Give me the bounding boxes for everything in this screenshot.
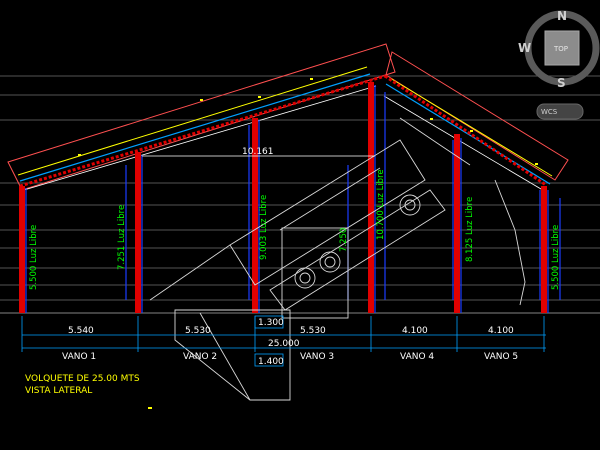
bay-dim-5: 4.100 <box>488 326 514 336</box>
rafters <box>19 74 547 188</box>
small-dim-upper: 1.300 <box>258 318 284 328</box>
wcs-menu-button[interactable] <box>536 103 584 120</box>
wcs-label: WCS <box>541 108 558 116</box>
compass-west[interactable]: W <box>518 41 531 55</box>
bay-dim-2: 5.530 <box>185 326 211 336</box>
clearance-2: 7.251 Luz Libre <box>117 205 127 270</box>
bay-dim-1: 5.540 <box>68 326 94 336</box>
roof-outline <box>7 43 569 193</box>
bay-dim-3: 5.530 <box>300 326 326 336</box>
clearance-7: 5.500 Luz Libre <box>551 225 561 290</box>
construction-lines <box>0 75 600 314</box>
compass-north[interactable]: N <box>557 9 567 23</box>
vano-1: VANO 1 <box>62 352 96 362</box>
small-dim-lower: 1.400 <box>258 357 284 367</box>
clearance-3: 9.003 Luz Libre <box>259 195 269 260</box>
note-line-2: VISTA LATERAL <box>25 386 92 396</box>
vano-4: VANO 4 <box>400 352 434 362</box>
viewcube-ring[interactable] <box>524 10 600 86</box>
ridge-dimension: 10.161 <box>142 147 375 157</box>
clearance-5: 10.700 Luz Libre <box>376 169 386 240</box>
bay-dimensions: 5.540 5.530 5.530 4.100 4.100 25.000 1.3… <box>21 315 546 367</box>
clearance-6: 8.125 Luz Libre <box>465 197 475 262</box>
vano-3: VANO 3 <box>300 352 334 362</box>
marker-glyphs <box>78 78 538 409</box>
compass-south[interactable]: S <box>557 76 566 90</box>
clearance-labels: 5.500 Luz Libre 7.251 Luz Libre 9.003 Lu… <box>29 169 561 290</box>
viewcube[interactable]: TOP N S W WCS <box>518 9 600 120</box>
viewcube-top-face[interactable] <box>544 30 580 66</box>
tipping-truck <box>149 117 526 401</box>
total-dim: 25.000 <box>268 339 300 349</box>
drawing-notes: VOLQUETE DE 25.00 MTS VISTA LATERAL <box>25 374 140 396</box>
vano-2: VANO 2 <box>183 352 217 362</box>
vano-5: VANO 5 <box>484 352 518 362</box>
bay-labels: VANO 1 VANO 2 VANO 3 VANO 4 VANO 5 <box>62 352 518 362</box>
ridge-span-label: 10.161 <box>242 147 274 157</box>
note-line-1: VOLQUETE DE 25.00 MTS <box>25 374 140 384</box>
clearance-4: 7.250 <box>339 228 349 252</box>
bay-dim-4: 4.100 <box>402 326 428 336</box>
columns <box>19 82 561 313</box>
viewcube-face-label: TOP <box>553 45 568 53</box>
clearance-1: 5.500 Luz Libre <box>29 225 39 290</box>
